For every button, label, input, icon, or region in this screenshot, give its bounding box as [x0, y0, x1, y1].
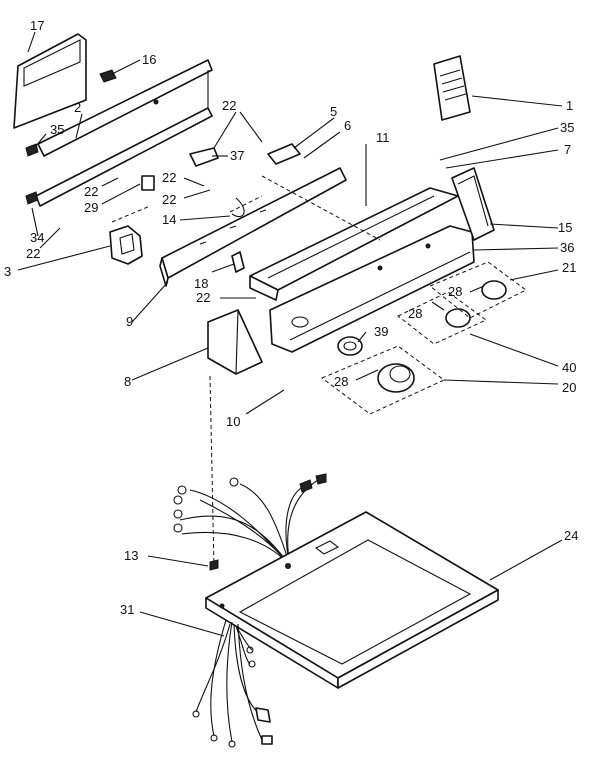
callout-labels: 17 16 2 35 1 35 7 15 36 21 40 20 11 5 6 … [4, 18, 578, 617]
part-39-ring [337, 336, 363, 356]
callout-22-mid2: 22 [162, 192, 176, 207]
callout-29: 29 [84, 200, 98, 215]
callout-10: 10 [226, 414, 240, 429]
guide-dashes [111, 175, 381, 569]
callout-22-lower: 22 [196, 290, 210, 305]
callout-22-lower-left: 22 [26, 246, 40, 261]
callout-3: 3 [4, 264, 11, 279]
callout-7: 7 [564, 142, 571, 157]
callout-5: 5 [330, 104, 337, 119]
callout-35-right: 35 [560, 120, 574, 135]
part-37-switch [189, 147, 219, 167]
callout-40: 40 [562, 360, 576, 375]
callout-8: 8 [124, 374, 131, 389]
callout-28-right: 28 [448, 284, 462, 299]
leader-lines [17, 31, 563, 637]
callout-17: 17 [30, 18, 44, 33]
part-36-console-panel [269, 225, 475, 353]
part-16-screw [99, 69, 117, 83]
callout-21: 21 [562, 260, 576, 275]
callout-22-top: 22 [222, 98, 236, 113]
callout-11: 11 [376, 130, 390, 145]
callout-20: 20 [562, 380, 576, 395]
part-15-end-cap [451, 167, 495, 241]
part-3-timer [109, 225, 143, 265]
part-14-wire [231, 197, 245, 218]
callout-39: 39 [374, 324, 388, 339]
knob-group-21-outline [429, 261, 527, 319]
part-31-wire-harness [192, 619, 273, 748]
part-9-bracket [159, 167, 347, 287]
part-18-lamp [231, 251, 245, 273]
callout-16: 16 [142, 52, 156, 67]
callout-24: 24 [564, 528, 578, 543]
part-2-rear-panel [35, 59, 213, 207]
part-8-side-panel [207, 309, 263, 375]
callout-35-left: 35 [50, 122, 64, 137]
part-24-cabinet-top [205, 511, 499, 689]
callout-22-mid: 22 [162, 170, 176, 185]
part-21-knob [481, 280, 507, 300]
part-5-switch [267, 143, 301, 165]
callout-15: 15 [558, 220, 572, 235]
callout-34: 34 [30, 230, 44, 245]
callout-22-left: 22 [84, 184, 98, 199]
knob-group-20-outline [321, 345, 445, 415]
callout-28-left: 28 [334, 374, 348, 389]
part-1-instruction-card [433, 55, 471, 121]
part-29-block [141, 175, 155, 191]
part-17-end-cover [13, 33, 87, 129]
part-35-screw-left [25, 143, 39, 157]
callout-36: 36 [560, 240, 574, 255]
part-20-knob [377, 363, 415, 393]
callout-1: 1 [566, 98, 573, 113]
callout-37: 37 [230, 148, 244, 163]
callout-6: 6 [344, 118, 351, 133]
callout-9: 9 [126, 314, 133, 329]
knob-group-40-outline [397, 291, 487, 345]
part-34-screw [25, 191, 39, 205]
callout-13: 13 [124, 548, 138, 563]
callout-14: 14 [162, 212, 176, 227]
part-13-clip [209, 559, 219, 571]
callout-18: 18 [194, 276, 208, 291]
part-40-knob [445, 308, 471, 328]
callout-2: 2 [74, 100, 81, 115]
callout-28-mid: 28 [408, 306, 422, 321]
callout-31-lower: 31 [120, 602, 134, 617]
